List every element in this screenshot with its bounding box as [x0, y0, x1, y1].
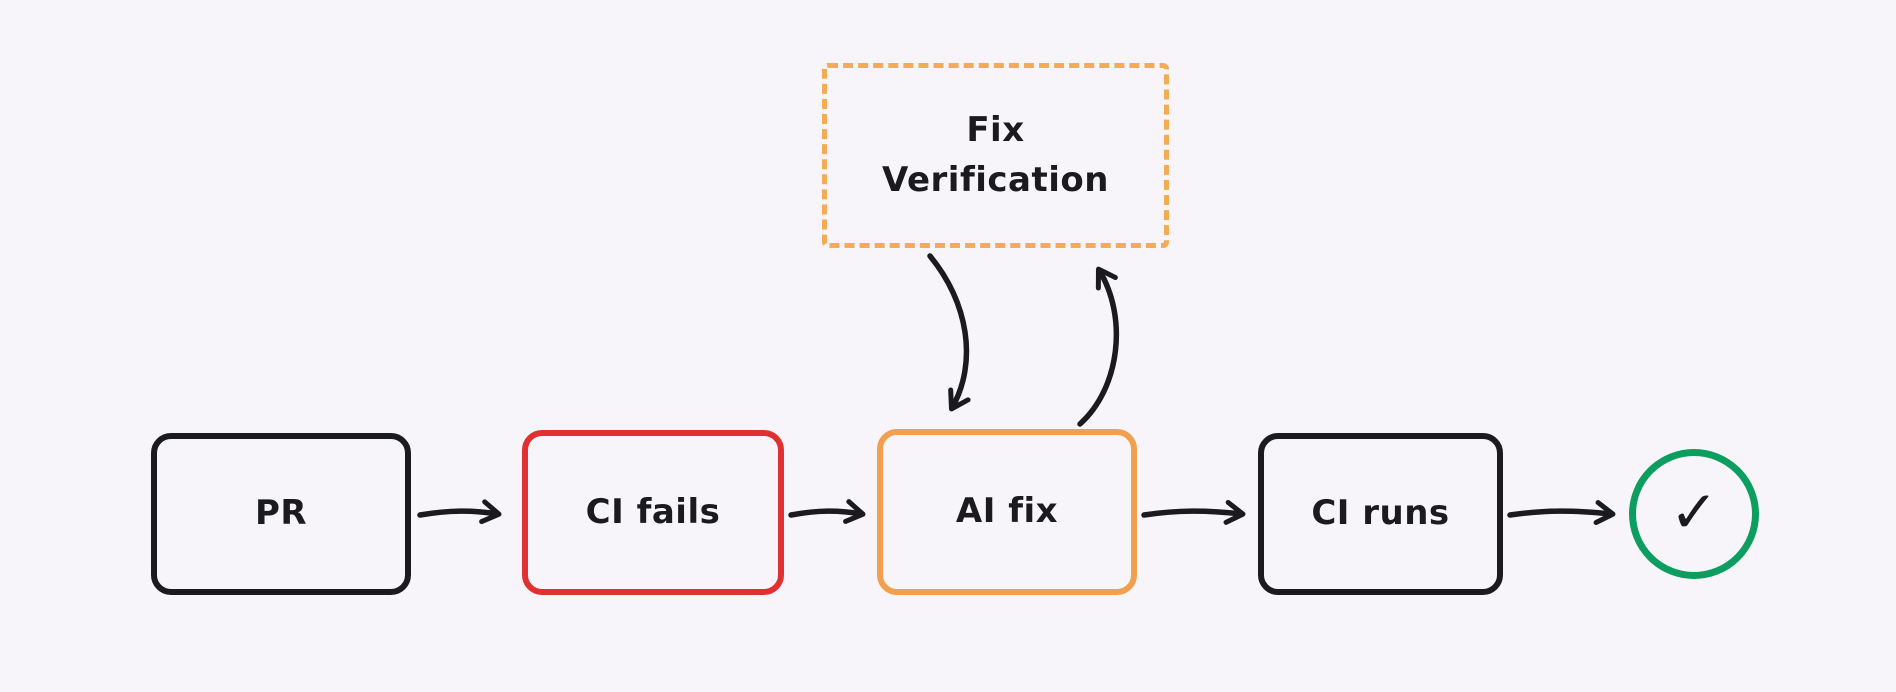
node-ci-fails: CI fails	[522, 430, 784, 595]
node-ci-runs: CI runs	[1258, 433, 1503, 595]
node-fix-verification: Fix Verification	[822, 63, 1169, 248]
node-ai-fix: AI fix	[877, 429, 1137, 595]
arrow-ai-fix-to-fix-verification	[1077, 266, 1120, 427]
arrow-fix-verification-to-ai-fix	[927, 253, 971, 412]
arrow-ci-fails-to-ai-fix	[788, 499, 866, 524]
check-icon: ✓	[1669, 478, 1719, 546]
ci-runs-label: CI runs	[1311, 493, 1450, 534]
ai-fix-label: AI fix	[955, 491, 1059, 532]
node-success: ✓	[1629, 449, 1759, 579]
pr-label: PR	[254, 493, 308, 534]
fix-verification-label: Fix Verification	[882, 110, 1109, 200]
node-pr: PR	[151, 433, 411, 595]
ci-fails-label: CI fails	[585, 491, 721, 532]
arrow-ai-fix-to-ci-runs	[1141, 499, 1246, 525]
arrow-ci-runs-to-success	[1507, 500, 1616, 525]
arrow-pr-to-ci-fails	[417, 499, 502, 525]
